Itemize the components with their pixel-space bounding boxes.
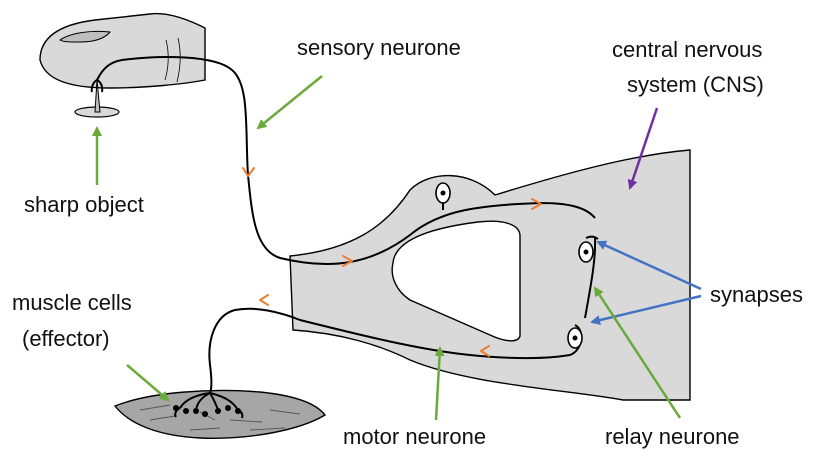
motor-nerve-endings [173, 405, 241, 417]
synapses-label: synapses [710, 282, 803, 307]
arrow-synapse-upper [596, 240, 702, 291]
finger-icon [39, 12, 206, 89]
sensory-neurone-label: sensory neurone [297, 35, 461, 60]
arrow-synapse-lower [590, 294, 702, 326]
relay-cell-body [578, 241, 594, 263]
arrow-motor-neurone [434, 346, 445, 421]
muscle-cells-label-line1: muscle cells [12, 290, 132, 315]
arrow-sensory-neurone [256, 75, 323, 130]
impulse-direction-chevrons [242, 167, 542, 357]
labels: sensory neurone central nervous system (… [12, 35, 803, 449]
arrow-muscle-cells [126, 364, 170, 402]
motor-neurone-label: motor neurone [343, 424, 486, 449]
sharp-object-label: sharp object [24, 192, 144, 217]
cns-label-line2: system (CNS) [627, 72, 764, 97]
relay-neurone-path [584, 235, 599, 319]
muscle-cells-icon [113, 389, 327, 439]
cns-label-line1: central nervous [612, 37, 762, 62]
sharp-object-icon [74, 79, 120, 118]
muscle-cells-label-line2: (effector) [22, 326, 110, 351]
annotation-arrows [92, 75, 702, 421]
sensory-cell-body [435, 182, 451, 204]
arrow-relay-neurone [593, 286, 682, 419]
motor-cell-body [567, 327, 583, 349]
arrow-cns [627, 107, 659, 190]
relay-neurone-label: relay neurone [605, 424, 740, 449]
